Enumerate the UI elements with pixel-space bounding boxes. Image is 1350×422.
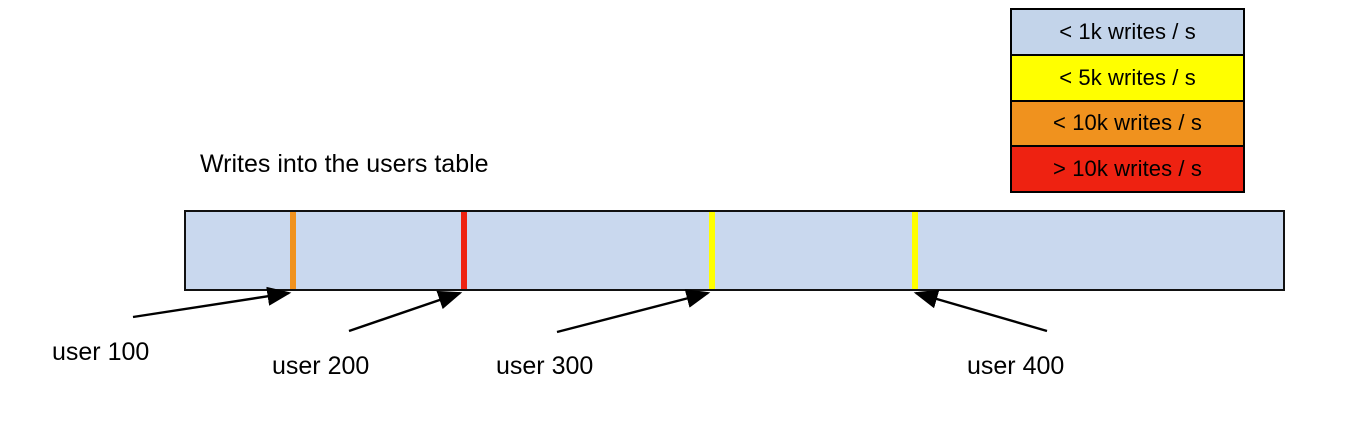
legend-item-label: < 1k writes / s [1059, 18, 1196, 44]
legend-item-label: < 10k writes / s [1053, 110, 1202, 136]
legend-item-lt-10k: < 10k writes / s [1012, 101, 1243, 148]
user-400-stripe [912, 212, 918, 289]
legend-item-gt-10k: > 10k writes / s [1012, 147, 1243, 191]
legend-item-label: > 10k writes / s [1053, 156, 1202, 182]
users-table-bar [184, 210, 1285, 291]
callout-label-user-100: user 100 [52, 338, 150, 366]
legend-item-lt-5k: < 5k writes / s [1012, 55, 1243, 102]
callout-arrows [132, 286, 1048, 334]
user-300-stripe [709, 212, 715, 289]
legend-item-lt-1k: < 1k writes / s [1012, 10, 1243, 56]
callout-arrow [556, 289, 711, 334]
callout-arrow [348, 290, 463, 333]
user-100-stripe [290, 212, 296, 289]
legend: < 1k writes / s < 5k writes / s < 10k wr… [1010, 8, 1245, 193]
callout-arrow [913, 289, 1048, 333]
chart-title: Writes into the users table [200, 150, 489, 178]
legend-item-label: < 5k writes / s [1059, 64, 1196, 90]
user-200-stripe [461, 212, 467, 289]
callout-arrow [132, 286, 292, 319]
callout-label-user-200: user 200 [272, 352, 370, 380]
callout-label-user-400: user 400 [967, 352, 1065, 380]
callout-label-user-300: user 300 [496, 352, 594, 380]
